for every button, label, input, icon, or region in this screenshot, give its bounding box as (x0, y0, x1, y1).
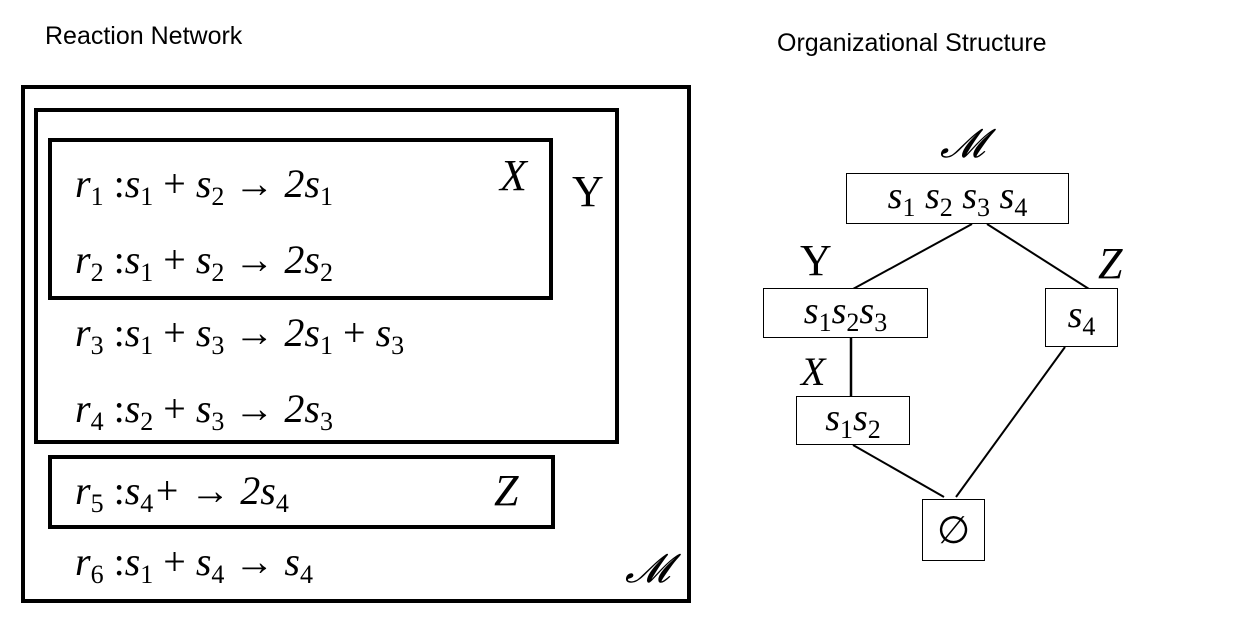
reaction-5-lhs: s4+ (124, 468, 181, 518)
reaction-2: r2 :s1 + s2 → 2s2 (75, 237, 333, 287)
reaction-6-rhs: s4 (284, 539, 313, 589)
reaction-network-heading: Reaction Network (45, 22, 243, 50)
edge-m-z (986, 223, 1090, 290)
node-m: s1 s2 s3 s4 (846, 173, 1069, 224)
box-x-label: X (500, 151, 527, 200)
box-y-label: Y (572, 167, 604, 216)
box-z (48, 455, 555, 529)
node-m-content: s1 s2 s3 s4 (887, 175, 1028, 222)
reaction-2-lhs: s1 + s2 (124, 237, 225, 287)
node-y-label: Y (800, 236, 832, 285)
node-z: s4 (1045, 288, 1118, 347)
node-y: s1s2s3 (763, 288, 928, 338)
reaction-6: r6 :s1 + s4 → s4 (75, 539, 313, 589)
reaction-3-rhs: 2s1 + s3 (284, 310, 405, 360)
reaction-3-lhs: s1 + s3 (124, 310, 225, 360)
reaction-5-rhs: 2s4 (240, 468, 289, 518)
reaction-6-lhs: s1 + s4 (124, 539, 225, 589)
node-m-label: 𝓜 (940, 121, 985, 166)
reaction-4-lhs: s2 + s3 (124, 386, 225, 436)
node-x-label: X (801, 349, 826, 394)
box-x (48, 138, 553, 300)
box-m-label: 𝓜 (625, 546, 670, 591)
edge-m-y (852, 223, 973, 290)
node-z-content: s4 (1067, 294, 1096, 341)
reaction-1-rhs: 2s1 (284, 161, 333, 211)
node-empty: ∅ (922, 499, 985, 561)
box-z-label: Z (494, 466, 519, 515)
reaction-4-rhs: 2s3 (284, 386, 333, 436)
edge-x-empty (852, 444, 945, 498)
reaction-1: r1 :s1 + s2 → 2s1 (75, 161, 333, 211)
node-x: s1s2 (796, 396, 910, 445)
organizational-structure-heading: Organizational Structure (777, 29, 1047, 57)
node-y-content: s1s2s3 (803, 289, 888, 337)
reaction-5: r5 :s4+ → 2s4 (75, 468, 289, 518)
node-x-content: s1s2 (825, 397, 881, 444)
edge-z-empty (955, 346, 1066, 498)
node-empty-content: ∅ (936, 509, 971, 552)
reaction-2-rhs: 2s2 (284, 237, 333, 287)
node-z-label: Z (1098, 239, 1123, 288)
reaction-3: r3 :s1 + s3 → 2s1 + s3 (75, 310, 405, 360)
reaction-1-lhs: s1 + s2 (124, 161, 225, 211)
box-y (34, 108, 619, 444)
box-m (21, 85, 691, 603)
reaction-4: r4 :s2 + s3 → 2s3 (75, 386, 333, 436)
